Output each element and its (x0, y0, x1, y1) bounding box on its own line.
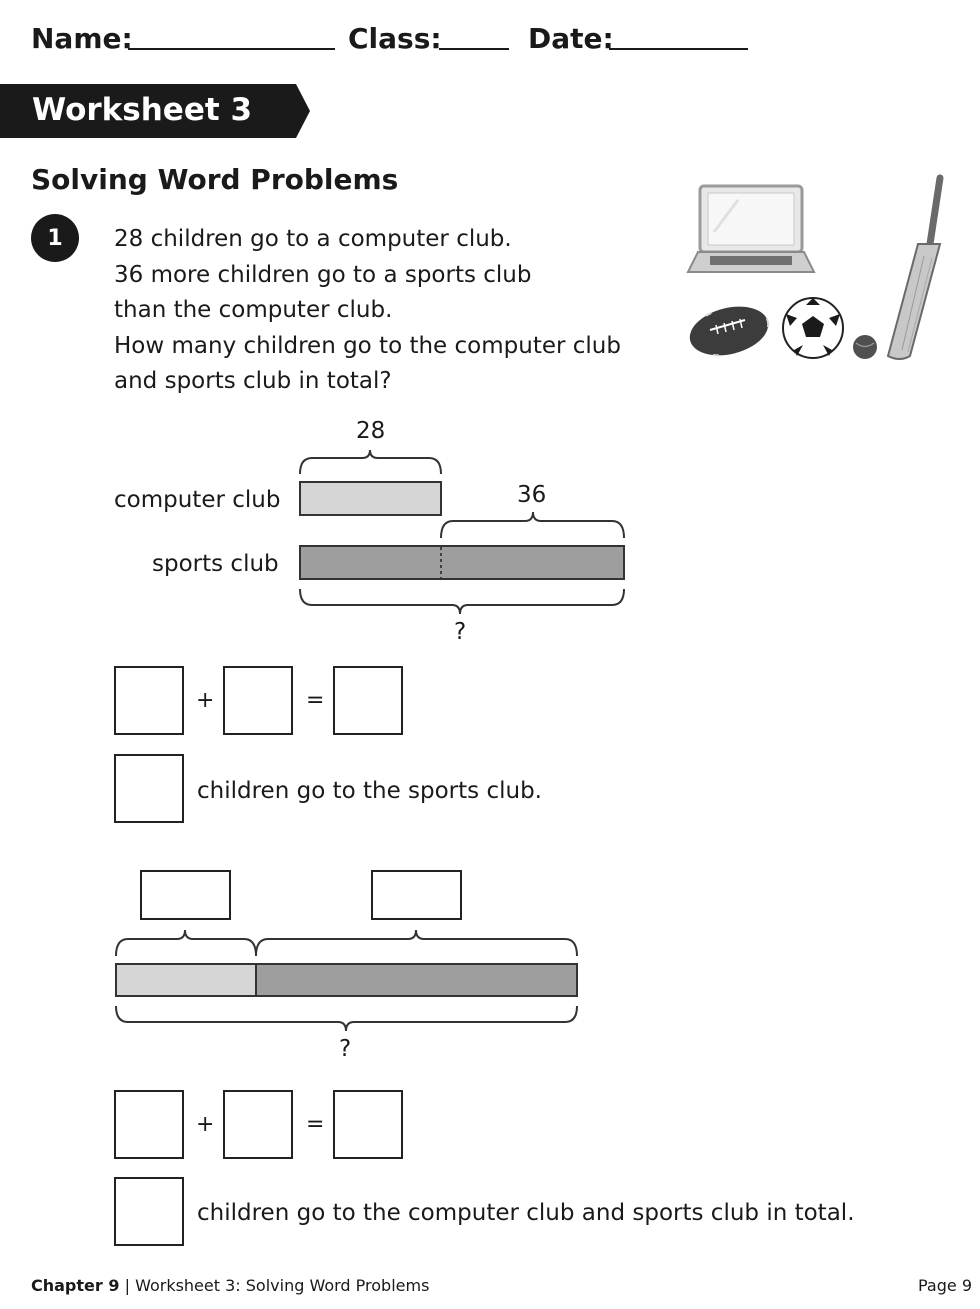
footer-left: Chapter 9 | Worksheet 3: Solving Word Pr… (31, 1276, 429, 1296)
part-2-box[interactable] (371, 870, 462, 920)
cricket-bat-icon (886, 174, 944, 360)
total-unknown-label: ? (454, 619, 467, 645)
answer-sentence-1: children go to the sports club. (197, 778, 542, 804)
more-brace (440, 511, 625, 539)
question-number: 1 (47, 225, 63, 251)
combined-bar-dark (255, 963, 578, 997)
addend-2-box-2[interactable] (223, 1090, 293, 1159)
footer-worksheet: Worksheet 3: Solving Word Problems (135, 1276, 430, 1295)
footer-page-number: Page 9 (918, 1276, 972, 1295)
computer-club-bar (299, 481, 442, 516)
problem-line: 28 children go to a computer club. (114, 226, 512, 252)
class-field[interactable] (439, 48, 509, 50)
plus-sign-2: + (196, 1112, 215, 1137)
total-brace-2 (115, 1005, 578, 1032)
rugby-ball-icon (688, 305, 770, 357)
problem-line: 36 more children go to a sports club (114, 261, 532, 288)
worksheet-title: Worksheet 3 (32, 92, 253, 128)
section-title: Solving Word Problems (31, 163, 399, 196)
part-1-box[interactable] (140, 870, 231, 920)
date-label: Date: (528, 22, 614, 55)
problem-text: 28 children go to a computer club. 36 mo… (114, 222, 621, 400)
part-1-brace (115, 929, 257, 957)
equals-sign-2: = (306, 1112, 325, 1137)
answer-sentence-2: children go to the computer club and spo… (197, 1200, 855, 1226)
computer-club-label: computer club (114, 487, 281, 513)
footer-separator: | (124, 1276, 130, 1295)
total-brace (299, 588, 625, 615)
more-children-value: 36 (517, 482, 547, 508)
worksheet-banner (0, 84, 310, 138)
footer-chapter: Chapter 9 (31, 1276, 120, 1295)
equals-sign: = (306, 688, 325, 713)
sports-club-answer-box[interactable] (114, 754, 184, 823)
football-icon (782, 297, 844, 359)
combined-bar-light (115, 963, 257, 997)
problem-line: and sports club in total? (114, 368, 392, 394)
sum-box[interactable] (333, 666, 403, 735)
laptop-icon (686, 184, 816, 273)
sum-box-2[interactable] (333, 1090, 403, 1159)
plus-sign: + (196, 688, 215, 713)
part-2-brace (255, 929, 578, 957)
name-field[interactable] (128, 48, 335, 50)
question-number-badge: 1 (31, 214, 79, 262)
total-unknown-label-2: ? (339, 1036, 352, 1062)
sports-club-label: sports club (152, 551, 279, 577)
computer-brace (299, 449, 442, 475)
problem-line: than the computer club. (114, 297, 393, 323)
addend-1-box[interactable] (114, 666, 184, 735)
problem-line: How many children go to the computer clu… (114, 332, 621, 359)
addend-1-box-2[interactable] (114, 1090, 184, 1159)
cricket-ball-icon (853, 335, 877, 359)
computer-club-value: 28 (356, 418, 386, 444)
date-field[interactable] (609, 48, 748, 50)
addend-2-box[interactable] (223, 666, 293, 735)
class-label: Class: (348, 22, 442, 55)
sports-club-bar (299, 545, 625, 580)
total-answer-box[interactable] (114, 1177, 184, 1246)
name-label: Name: (31, 22, 133, 55)
